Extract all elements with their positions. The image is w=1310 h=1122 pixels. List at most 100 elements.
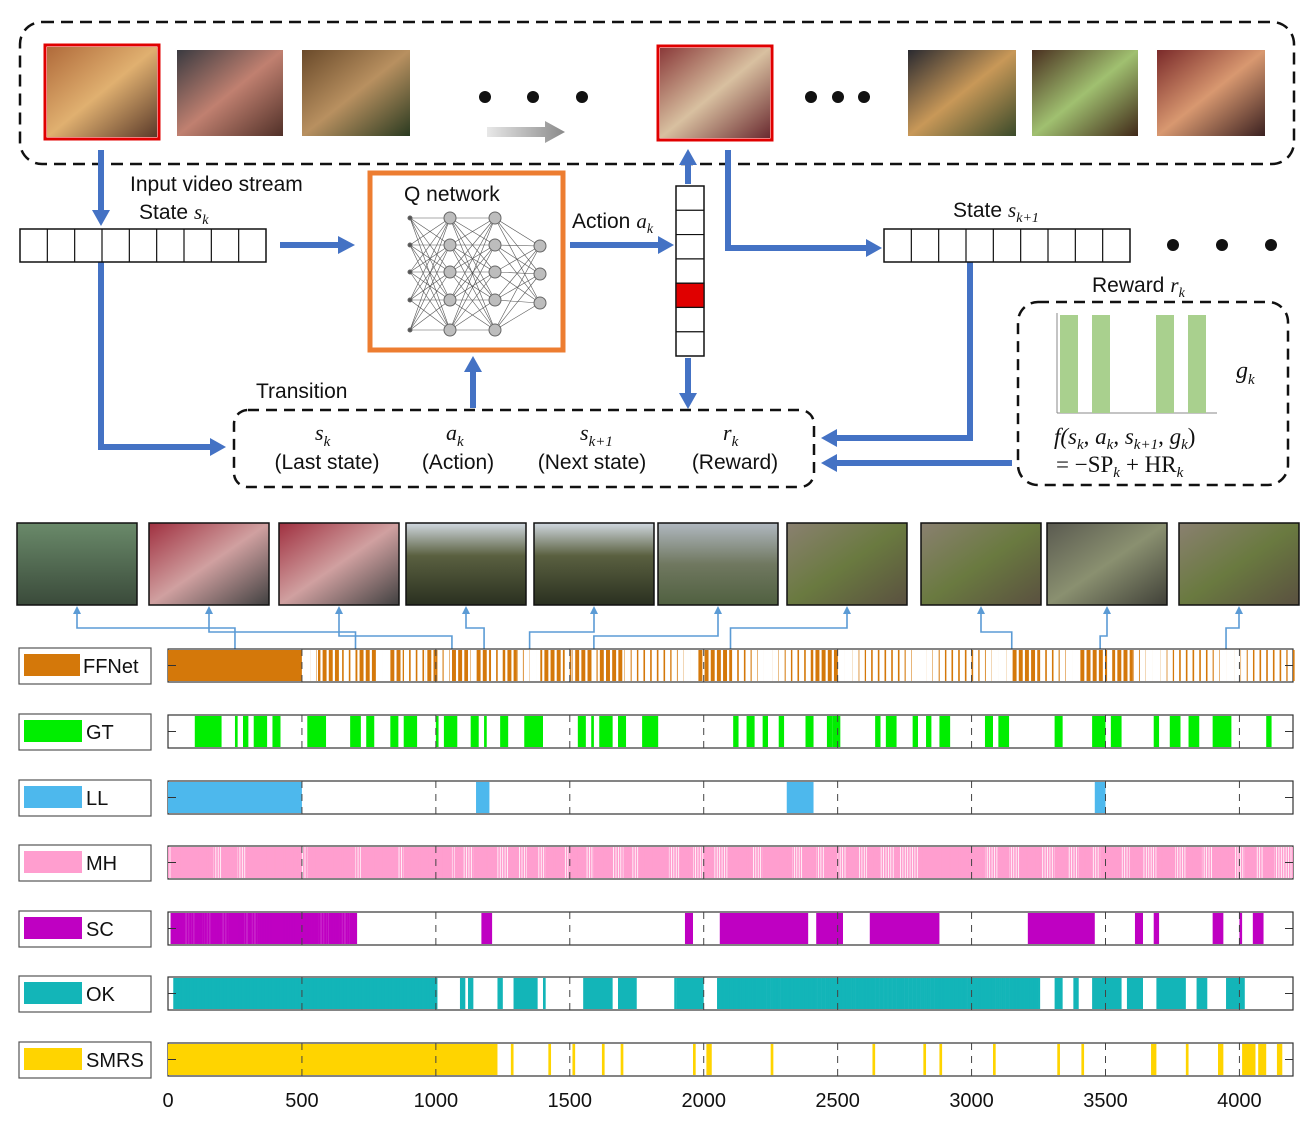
segment-tick [388, 978, 391, 1009]
segment [762, 716, 768, 747]
segment [1185, 1044, 1189, 1075]
segment-tick [1047, 847, 1050, 878]
segment-tick [814, 847, 816, 878]
flow-arrows [98, 150, 1012, 466]
nn-node [407, 269, 413, 275]
segment-tick [896, 978, 899, 1009]
segment-tick [1015, 978, 1018, 1009]
segment-tick [759, 978, 762, 1009]
segment-tick [255, 978, 258, 1009]
segment [674, 978, 677, 1009]
segment-tick [877, 978, 880, 1009]
segment-tick [359, 978, 362, 1009]
segment-tick [1262, 847, 1265, 878]
segment-tick [789, 847, 792, 878]
segment-tick [1072, 847, 1074, 878]
video-stream-frame [18, 20, 1296, 166]
segment-tick [1038, 847, 1040, 878]
segment-tick [293, 978, 295, 1009]
segment-tick [868, 978, 871, 1009]
segment-tick [286, 913, 288, 944]
segment-tick [342, 978, 345, 1009]
segment [168, 782, 302, 813]
segment-tick [273, 978, 275, 1009]
segment [1151, 1044, 1157, 1075]
segment-tick [176, 978, 179, 1009]
nn-edge [449, 299, 496, 331]
segment [513, 978, 538, 1009]
segment-tick [524, 847, 527, 878]
segment-tick [355, 978, 358, 1009]
segment-tick [294, 913, 297, 944]
segment-tick [952, 978, 955, 1009]
segment-tick [386, 978, 389, 1009]
segment-tick [845, 978, 848, 1009]
segment-gap [1047, 650, 1050, 681]
segment-tick [365, 978, 367, 1009]
segment-tick [363, 847, 365, 878]
segment-tick [1064, 847, 1067, 878]
segment-tick [397, 978, 399, 1009]
segment-gap [616, 650, 619, 681]
segment-tick [326, 978, 329, 1009]
segment-tick [196, 913, 198, 944]
segment-tick [1110, 847, 1113, 878]
segment [1092, 978, 1122, 1009]
segment-tick [560, 847, 563, 878]
segment-tick [295, 978, 298, 1009]
segment-tick [1173, 847, 1175, 878]
segment-tick [249, 978, 252, 1009]
segment-tick [736, 847, 739, 878]
segment-tick [1013, 978, 1015, 1009]
segment-tick [659, 847, 662, 878]
segment-tick [193, 913, 195, 944]
segment-tick [509, 650, 512, 681]
segment-tick [951, 978, 954, 1009]
segment [1239, 913, 1243, 944]
segment-tick [840, 978, 842, 1009]
segment-tick [1033, 978, 1035, 1009]
segment-tick [1264, 847, 1267, 878]
segment-tick [274, 847, 276, 878]
segment [1110, 716, 1122, 747]
segment-tick [331, 913, 333, 944]
segment-tick [879, 978, 881, 1009]
segment-tick [875, 978, 877, 1009]
segment-tick [250, 978, 253, 1009]
segment-tick [396, 978, 398, 1009]
segment-tick [905, 847, 908, 878]
segment [307, 847, 356, 878]
segment-tick [758, 978, 761, 1009]
segment-tick [335, 650, 338, 681]
segment-tick [218, 978, 220, 1009]
segment-tick [324, 847, 327, 878]
segment-tick [206, 913, 208, 944]
segment-tick [261, 978, 263, 1009]
segment-tick [781, 978, 783, 1009]
segment-tick [1248, 847, 1250, 878]
segment-tick [265, 913, 268, 944]
segment-tick [794, 978, 797, 1009]
segment-tick [283, 978, 286, 1009]
segment-tick [365, 847, 368, 878]
segment-gap [1281, 650, 1284, 681]
segment-tick [234, 650, 237, 681]
state-k-vector [19, 228, 267, 263]
segment [307, 716, 327, 747]
segment-tick [207, 978, 210, 1009]
segment-tick [763, 978, 766, 1009]
segment-tick [387, 847, 389, 878]
segment-tick [725, 978, 727, 1009]
segment-tick [777, 847, 780, 878]
segment-tick [1260, 847, 1262, 878]
segment-tick [838, 978, 841, 1009]
segment-tick [191, 913, 194, 944]
x-tick-label: 3000 [949, 1090, 994, 1112]
segment-tick [1168, 847, 1171, 878]
segment-tick [797, 978, 800, 1009]
segment-tick [283, 913, 285, 944]
segment-tick [1035, 978, 1038, 1009]
segment-tick [500, 847, 503, 878]
segment-tick [953, 847, 956, 878]
segment-tick [353, 913, 356, 944]
